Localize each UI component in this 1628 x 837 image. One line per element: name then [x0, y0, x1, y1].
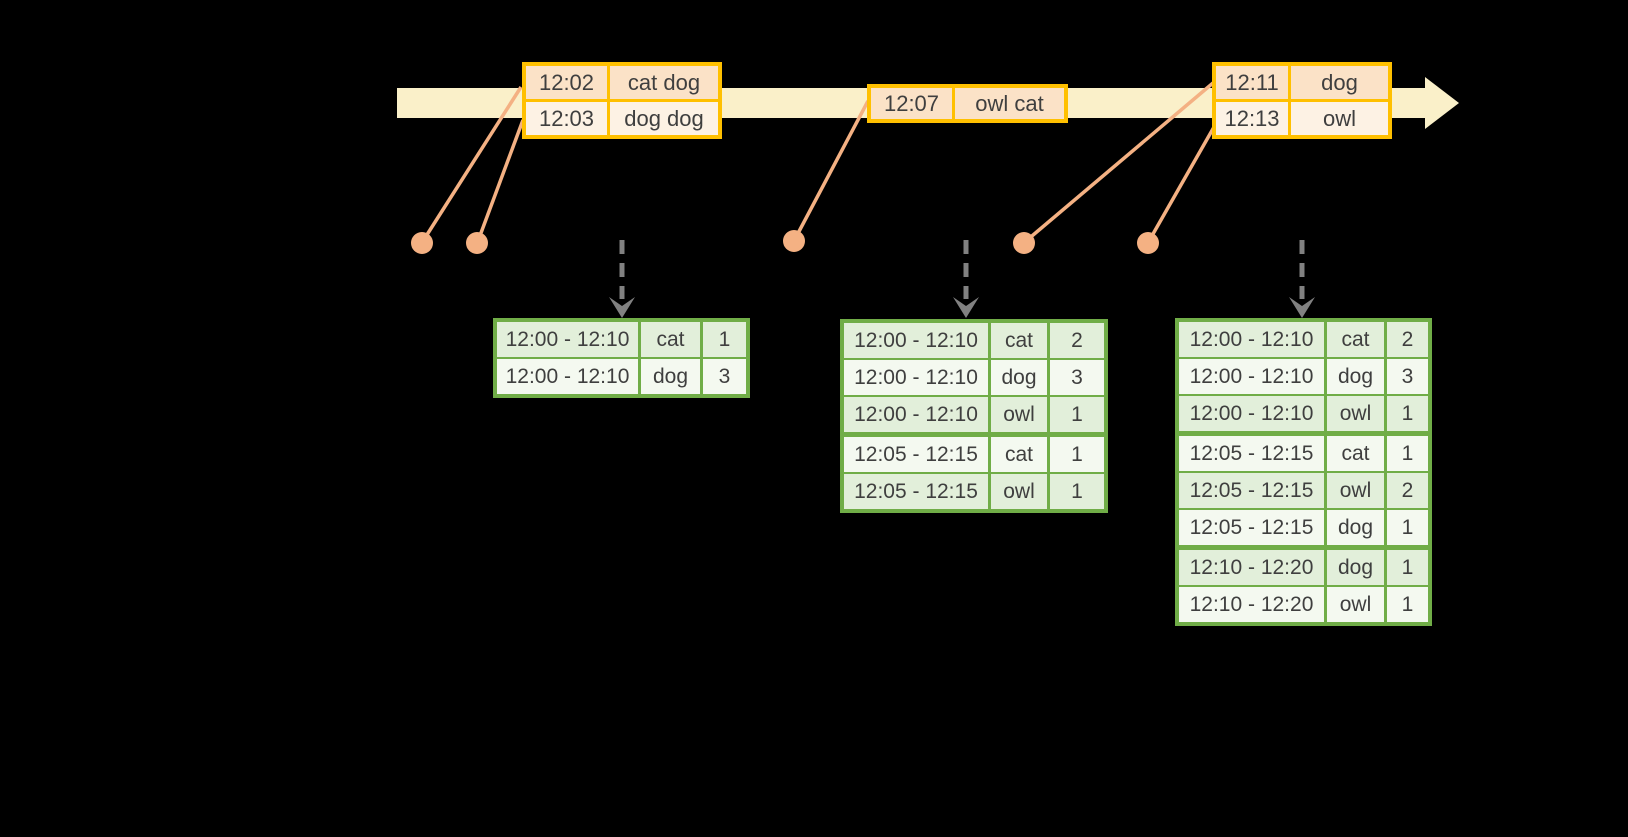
window-cell: 12:00 - 12:10 — [497, 359, 638, 394]
word-cell: owl — [991, 397, 1047, 432]
count-cell: 3 — [703, 359, 746, 394]
event-dots — [411, 230, 1159, 254]
result-row: 12:00 - 12:10 owl 1 — [844, 397, 1104, 432]
down-arrow-head-icon — [1289, 297, 1315, 318]
window-cell: 12:00 - 12:10 — [844, 360, 988, 395]
count-cell: 1 — [1050, 437, 1104, 472]
count-cell: 3 — [1387, 359, 1428, 394]
word-cell: owl — [1327, 396, 1384, 431]
word-cell: cat — [991, 323, 1047, 358]
event-words-cell: dog — [1291, 66, 1388, 99]
word-cell: dog — [1327, 550, 1384, 585]
word-cell: dog — [991, 360, 1047, 395]
result-row: 12:00 - 12:10 dog 3 — [1179, 359, 1428, 394]
event-dot — [466, 232, 488, 254]
window-cell: 12:00 - 12:10 — [1179, 322, 1324, 357]
window-cell: 12:05 - 12:15 — [844, 437, 988, 472]
count-cell: 3 — [1050, 360, 1104, 395]
event-time-cell: 12:07 — [871, 88, 952, 119]
result-table-1: 12:00 - 12:10 cat 1 12:00 - 12:10 dog 3 — [493, 318, 750, 398]
word-cell: cat — [641, 322, 700, 357]
result-row: 12:05 - 12:15 cat 1 — [1179, 436, 1428, 471]
count-cell: 1 — [1387, 587, 1428, 622]
count-cell: 1 — [1387, 550, 1428, 585]
count-cell: 1 — [1387, 510, 1428, 545]
event-connector-lines — [421, 81, 1216, 243]
window-cell: 12:05 - 12:15 — [1179, 473, 1324, 508]
count-cell: 2 — [1387, 322, 1428, 357]
event-time-cell: 12:02 — [526, 66, 607, 99]
word-cell: cat — [1327, 322, 1384, 357]
connector-line — [421, 86, 523, 242]
count-cell: 1 — [1050, 397, 1104, 432]
window-cell: 12:05 - 12:15 — [1179, 510, 1324, 545]
window-cell: 12:05 - 12:15 — [1179, 436, 1324, 471]
result-row: 12:05 - 12:15 dog 1 — [1179, 510, 1428, 545]
window-cell: 12:05 - 12:15 — [844, 474, 988, 509]
word-cell: cat — [991, 437, 1047, 472]
result-table-2: 12:00 - 12:10 cat 2 12:00 - 12:10 dog 3 … — [840, 319, 1108, 513]
event-words-cell: owl — [1291, 102, 1388, 135]
count-cell: 1 — [1050, 474, 1104, 509]
window-cell: 12:00 - 12:10 — [844, 323, 988, 358]
timeline-arrowhead-icon — [1425, 77, 1459, 129]
result-row: 12:00 - 12:10 cat 1 — [497, 322, 746, 357]
window-cell: 12:10 - 12:20 — [1179, 587, 1324, 622]
result-row: 12:05 - 12:15 owl 2 — [1179, 473, 1428, 508]
event-dot — [1013, 232, 1035, 254]
count-cell: 2 — [1387, 473, 1428, 508]
event-words-cell: owl cat — [955, 88, 1064, 119]
event-dot — [1137, 232, 1159, 254]
window-cell: 12:00 - 12:10 — [1179, 359, 1324, 394]
connector-line — [1147, 126, 1216, 242]
result-row: 12:00 - 12:10 cat 2 — [844, 323, 1104, 358]
result-row: 12:05 - 12:15 cat 1 — [844, 437, 1104, 472]
event-words-cell: cat dog — [610, 66, 718, 99]
event-table-3: 12:11 dog 12:13 owl — [1212, 62, 1392, 139]
word-cell: owl — [991, 474, 1047, 509]
trigger-arrows — [609, 240, 1315, 318]
connector-line — [793, 100, 870, 240]
event-time-cell: 12:11 — [1216, 66, 1288, 99]
word-cell: owl — [1327, 587, 1384, 622]
result-row: 12:00 - 12:10 cat 2 — [1179, 322, 1428, 357]
window-cell: 12:00 - 12:10 — [497, 322, 638, 357]
word-cell: dog — [641, 359, 700, 394]
window-cell: 12:00 - 12:10 — [1179, 396, 1324, 431]
window-cell: 12:10 - 12:20 — [1179, 550, 1324, 585]
connector-line — [1024, 81, 1215, 243]
window-cell: 12:00 - 12:10 — [844, 397, 988, 432]
event-dot — [783, 230, 805, 252]
count-cell: 1 — [703, 322, 746, 357]
count-cell: 1 — [1387, 396, 1428, 431]
result-row: 12:00 - 12:10 owl 1 — [1179, 396, 1428, 431]
event-time-cell: 12:13 — [1216, 102, 1288, 135]
event-time-cell: 12:03 — [526, 102, 607, 135]
result-row: 12:10 - 12:20 dog 1 — [1179, 550, 1428, 585]
event-words-cell: dog dog — [610, 102, 718, 135]
event-dot — [411, 232, 433, 254]
word-cell: cat — [1327, 436, 1384, 471]
event-table-1: 12:02 cat dog 12:03 dog dog — [522, 62, 722, 139]
word-cell: dog — [1327, 510, 1384, 545]
result-row: 12:05 - 12:15 owl 1 — [844, 474, 1104, 509]
down-arrow-head-icon — [953, 297, 979, 318]
result-row: 12:00 - 12:10 dog 3 — [497, 359, 746, 394]
result-row: 12:00 - 12:10 dog 3 — [844, 360, 1104, 395]
word-cell: owl — [1327, 473, 1384, 508]
result-row: 12:10 - 12:20 owl 1 — [1179, 587, 1428, 622]
count-cell: 2 — [1050, 323, 1104, 358]
connector-line — [476, 119, 525, 242]
result-table-3: 12:00 - 12:10 cat 2 12:00 - 12:10 dog 3 … — [1175, 318, 1432, 626]
down-arrow-head-icon — [609, 297, 635, 318]
count-cell: 1 — [1387, 436, 1428, 471]
event-table-2: 12:07 owl cat — [867, 84, 1068, 123]
word-cell: dog — [1327, 359, 1384, 394]
